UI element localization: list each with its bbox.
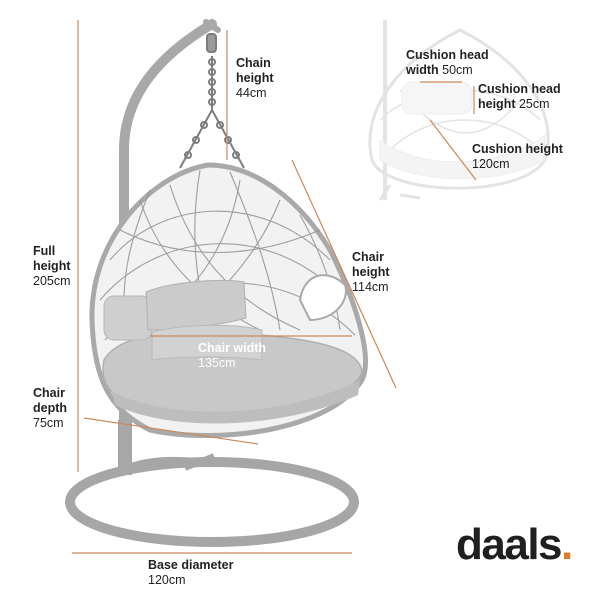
cushion-height-label: Cushion height 120cm bbox=[472, 142, 563, 171]
chain-height-label: Chain height 44cm bbox=[236, 56, 274, 100]
chair-depth-line bbox=[83, 417, 259, 445]
chain bbox=[179, 33, 245, 169]
cushion-height-line bbox=[429, 119, 477, 181]
brand-text: daals bbox=[456, 520, 563, 569]
dimension-lines bbox=[72, 20, 477, 554]
cushions bbox=[102, 279, 363, 424]
cushion-head-height-label: Cushion head height 25cm bbox=[478, 82, 561, 111]
cushion-head-width-label: Cushion head width 50cm bbox=[406, 48, 489, 77]
chair-width-label: Chair width 135cm bbox=[198, 341, 267, 370]
chair-height-label: Chair height 114cm bbox=[352, 250, 390, 294]
chair-stand bbox=[119, 19, 221, 475]
daals-logo: daals. bbox=[456, 520, 573, 570]
base-diameter-label: Base diameter 120cm bbox=[148, 558, 234, 587]
chair-depth-label: Chair depth 75cm bbox=[33, 386, 68, 430]
chair-base bbox=[65, 420, 359, 547]
full-height-label: Full height 205cm bbox=[33, 244, 71, 288]
brand-dot: . bbox=[561, 520, 573, 569]
inset-chair-illustration bbox=[368, 20, 550, 201]
chair-height-line bbox=[291, 159, 397, 389]
